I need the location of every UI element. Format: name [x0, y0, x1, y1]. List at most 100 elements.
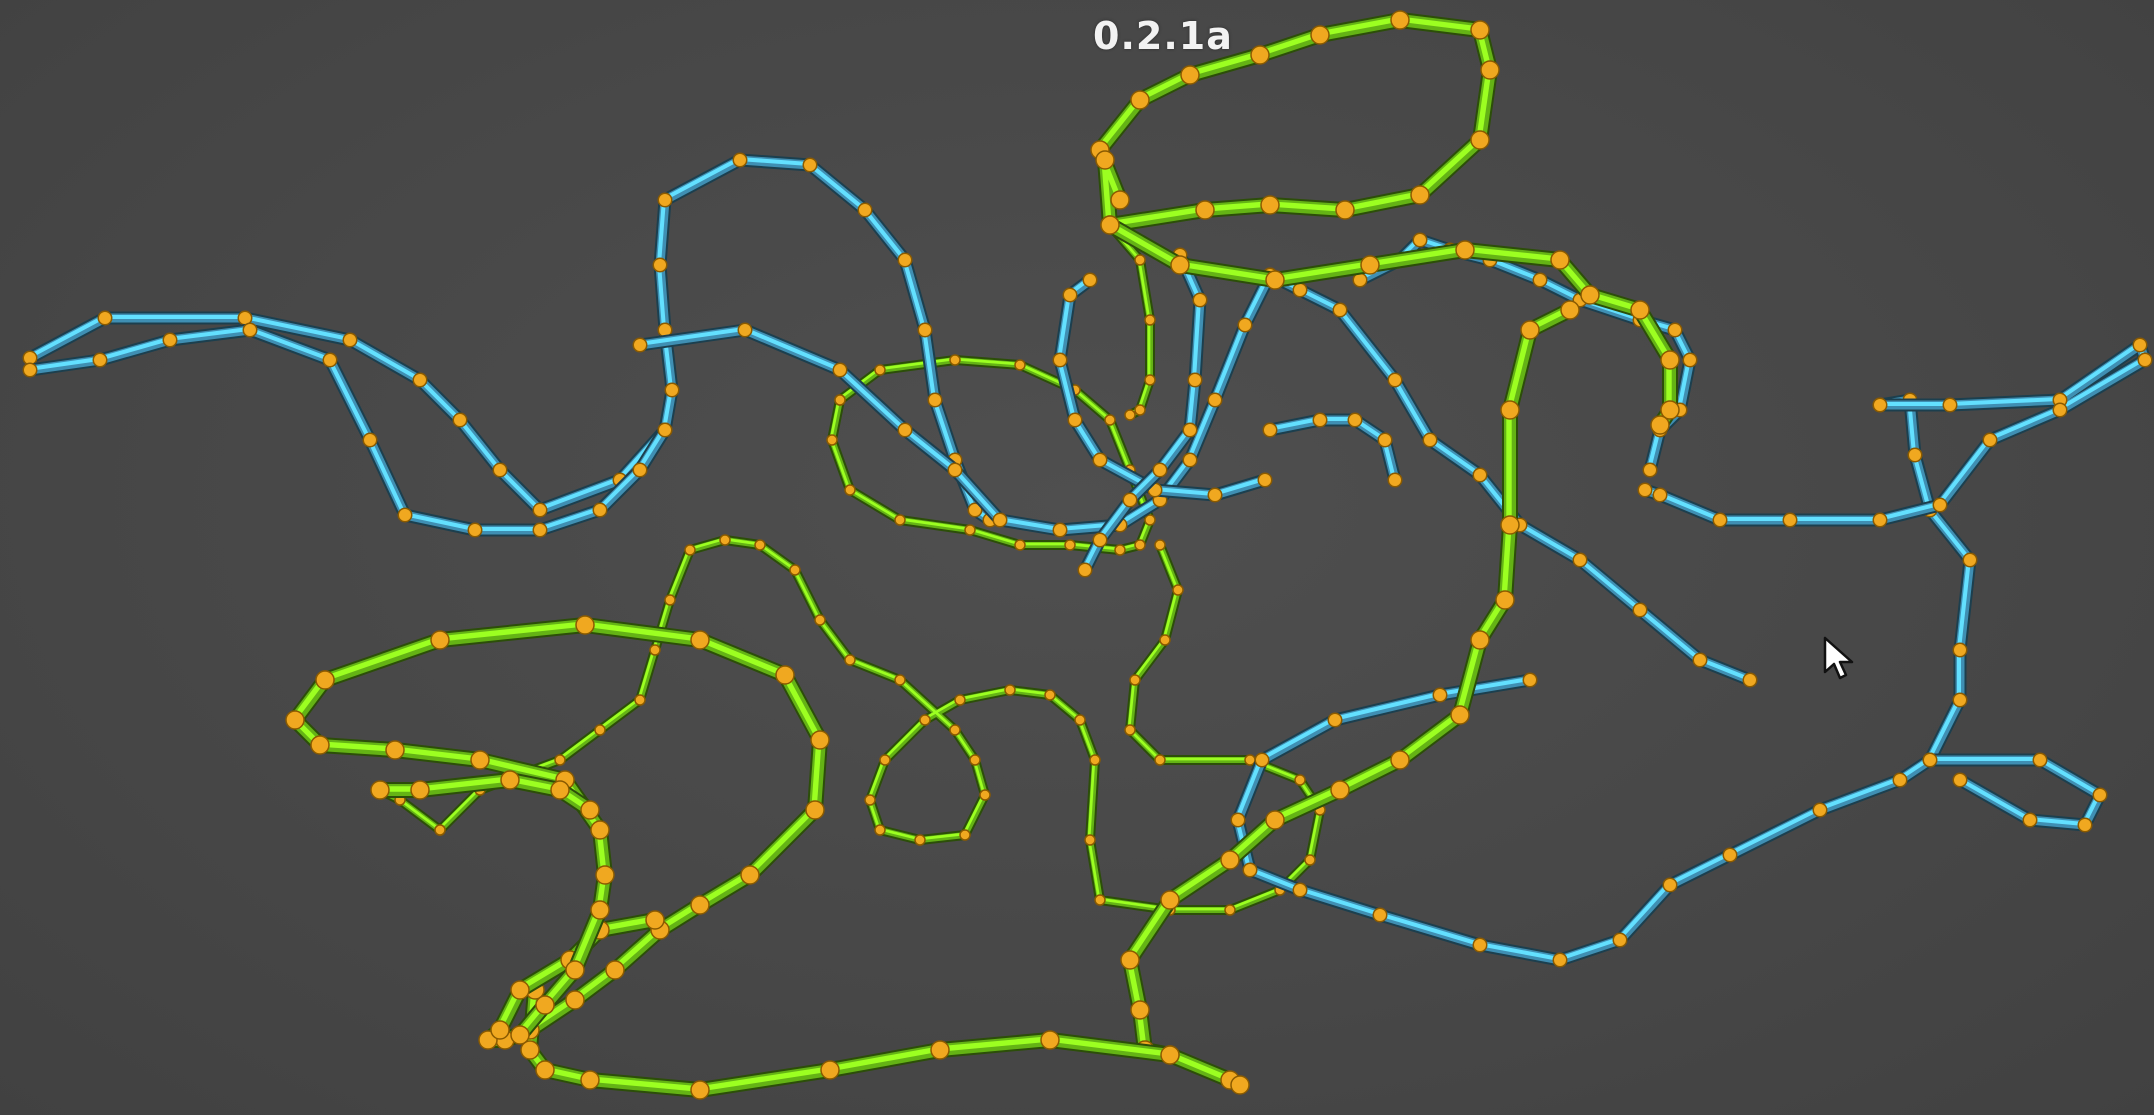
blue-chain-joint[interactable]	[657, 192, 673, 208]
blue-chain-joint[interactable]	[162, 332, 178, 348]
green-chain-joint[interactable]	[959, 829, 971, 841]
green-chain-joint[interactable]	[310, 735, 330, 755]
blue-chain-joint[interactable]	[2077, 817, 2093, 833]
green-chain-joint[interactable]	[1110, 190, 1130, 210]
blue-chain-joint[interactable]	[992, 512, 1008, 528]
blue-chain-joint[interactable]	[1257, 472, 1273, 488]
green-chain-joint[interactable]	[969, 754, 981, 766]
blue-chain-joint[interactable]	[1642, 462, 1658, 478]
green-chain-joint[interactable]	[1084, 834, 1096, 846]
blue-chain-joint[interactable]	[1667, 322, 1683, 338]
blue-chain-joint[interactable]	[1812, 802, 1828, 818]
green-chain-joint[interactable]	[1089, 754, 1101, 766]
blue-chain-joint[interactable]	[362, 432, 378, 448]
blue-chain-joint[interactable]	[857, 202, 873, 218]
green-chain-joint[interactable]	[1310, 25, 1330, 45]
blue-chain-joint[interactable]	[1652, 487, 1668, 503]
blue-chain-joint[interactable]	[1207, 392, 1223, 408]
green-chain-joint[interactable]	[575, 615, 595, 635]
green-chain-joint[interactable]	[1144, 374, 1156, 386]
blue-chain-joint[interactable]	[1932, 497, 1948, 513]
green-chain-joint[interactable]	[1064, 539, 1076, 551]
blue-chain-joint[interactable]	[1230, 812, 1246, 828]
blue-chain-joint[interactable]	[1327, 712, 1343, 728]
green-chain-joint[interactable]	[1104, 414, 1116, 426]
blue-chain-joint[interactable]	[1572, 552, 1588, 568]
blue-chain-joint[interactable]	[1052, 522, 1068, 538]
green-chain-joint[interactable]	[565, 960, 585, 980]
green-chain-joint[interactable]	[1560, 300, 1580, 320]
blue-chain-joint[interactable]	[1692, 652, 1708, 668]
green-chain-joint[interactable]	[1124, 409, 1136, 421]
green-chain-joint[interactable]	[590, 820, 610, 840]
green-chain-joint[interactable]	[580, 1070, 600, 1090]
green-chain-joint[interactable]	[810, 730, 830, 750]
blue-chain-joint[interactable]	[592, 502, 608, 518]
green-chain-joint[interactable]	[594, 724, 606, 736]
blue-chain-joint[interactable]	[242, 322, 258, 338]
blue-chain-joint[interactable]	[917, 322, 933, 338]
blue-chain-joint[interactable]	[652, 257, 668, 273]
green-chain-joint[interactable]	[874, 824, 886, 836]
green-chain-joint[interactable]	[1360, 255, 1380, 275]
green-chain-joint[interactable]	[979, 789, 991, 801]
blue-chain-joint[interactable]	[1152, 462, 1168, 478]
blue-chain-joint[interactable]	[802, 157, 818, 173]
green-chain-joint[interactable]	[1134, 254, 1146, 266]
blue-chain-joint[interactable]	[1892, 772, 1908, 788]
green-chain-joint[interactable]	[664, 594, 676, 606]
green-chain-joint[interactable]	[1094, 894, 1106, 906]
blue-chain-joint[interactable]	[2132, 337, 2148, 353]
green-chain-joint[interactable]	[430, 630, 450, 650]
green-chain-joint[interactable]	[1550, 250, 1570, 270]
green-chain-joint[interactable]	[510, 1025, 530, 1045]
blue-chain-joint[interactable]	[322, 352, 338, 368]
green-chain-joint[interactable]	[1130, 90, 1150, 110]
blue-chain-joint[interactable]	[1254, 752, 1270, 768]
green-chain-joint[interactable]	[789, 564, 801, 576]
blue-chain-joint[interactable]	[1242, 862, 1258, 878]
blue-chain-joint[interactable]	[1092, 532, 1108, 548]
green-chain-joint[interactable]	[550, 780, 570, 800]
blue-chain-joint[interactable]	[1472, 937, 1488, 953]
green-chain-joint[interactable]	[1014, 359, 1026, 371]
blue-chain-joint[interactable]	[1122, 492, 1138, 508]
green-chain-joint[interactable]	[1129, 674, 1141, 686]
blue-chain-joint[interactable]	[1432, 687, 1448, 703]
green-chain-joint[interactable]	[1224, 904, 1236, 916]
blue-chain-joint[interactable]	[1782, 512, 1798, 528]
blue-chain-joint[interactable]	[2032, 752, 2048, 768]
green-chain-joint[interactable]	[1172, 584, 1184, 596]
green-chain-joint[interactable]	[385, 740, 405, 760]
green-chain-joint[interactable]	[1330, 780, 1350, 800]
blue-chain-joint[interactable]	[412, 372, 428, 388]
green-chain-front[interactable]	[285, 10, 1680, 1100]
green-chain-joint[interactable]	[510, 980, 530, 1000]
green-chain-joint[interactable]	[645, 910, 665, 930]
blue-chain-joint[interactable]	[1332, 302, 1348, 318]
blue-chain-joint[interactable]	[532, 522, 548, 538]
green-chain-joint[interactable]	[1044, 689, 1056, 701]
green-chain-joint[interactable]	[1004, 684, 1016, 696]
blue-chain-joint[interactable]	[2052, 402, 2068, 418]
green-chain-joint[interactable]	[1154, 754, 1166, 766]
blue-chain-joint[interactable]	[467, 522, 483, 538]
green-chain-joint[interactable]	[919, 714, 931, 726]
blue-chain-joint[interactable]	[397, 507, 413, 523]
blue-chain-joint[interactable]	[1377, 432, 1393, 448]
green-chain-joint[interactable]	[894, 674, 906, 686]
blue-chain-joint[interactable]	[947, 462, 963, 478]
green-chain-joint[interactable]	[490, 1020, 510, 1040]
green-chain[interactable]	[374, 219, 1326, 916]
green-chain-joint[interactable]	[1650, 415, 1670, 435]
blue-chain-joint[interactable]	[657, 422, 673, 438]
blue-chain-joint[interactable]	[664, 382, 680, 398]
blue-chain-joint[interactable]	[632, 337, 648, 353]
green-chain-joint[interactable]	[949, 724, 961, 736]
green-chain-joint[interactable]	[1195, 200, 1215, 220]
green-chain-joint[interactable]	[1120, 950, 1140, 970]
blue-chain-joint[interactable]	[1612, 932, 1628, 948]
green-chain-joint[interactable]	[1100, 215, 1120, 235]
